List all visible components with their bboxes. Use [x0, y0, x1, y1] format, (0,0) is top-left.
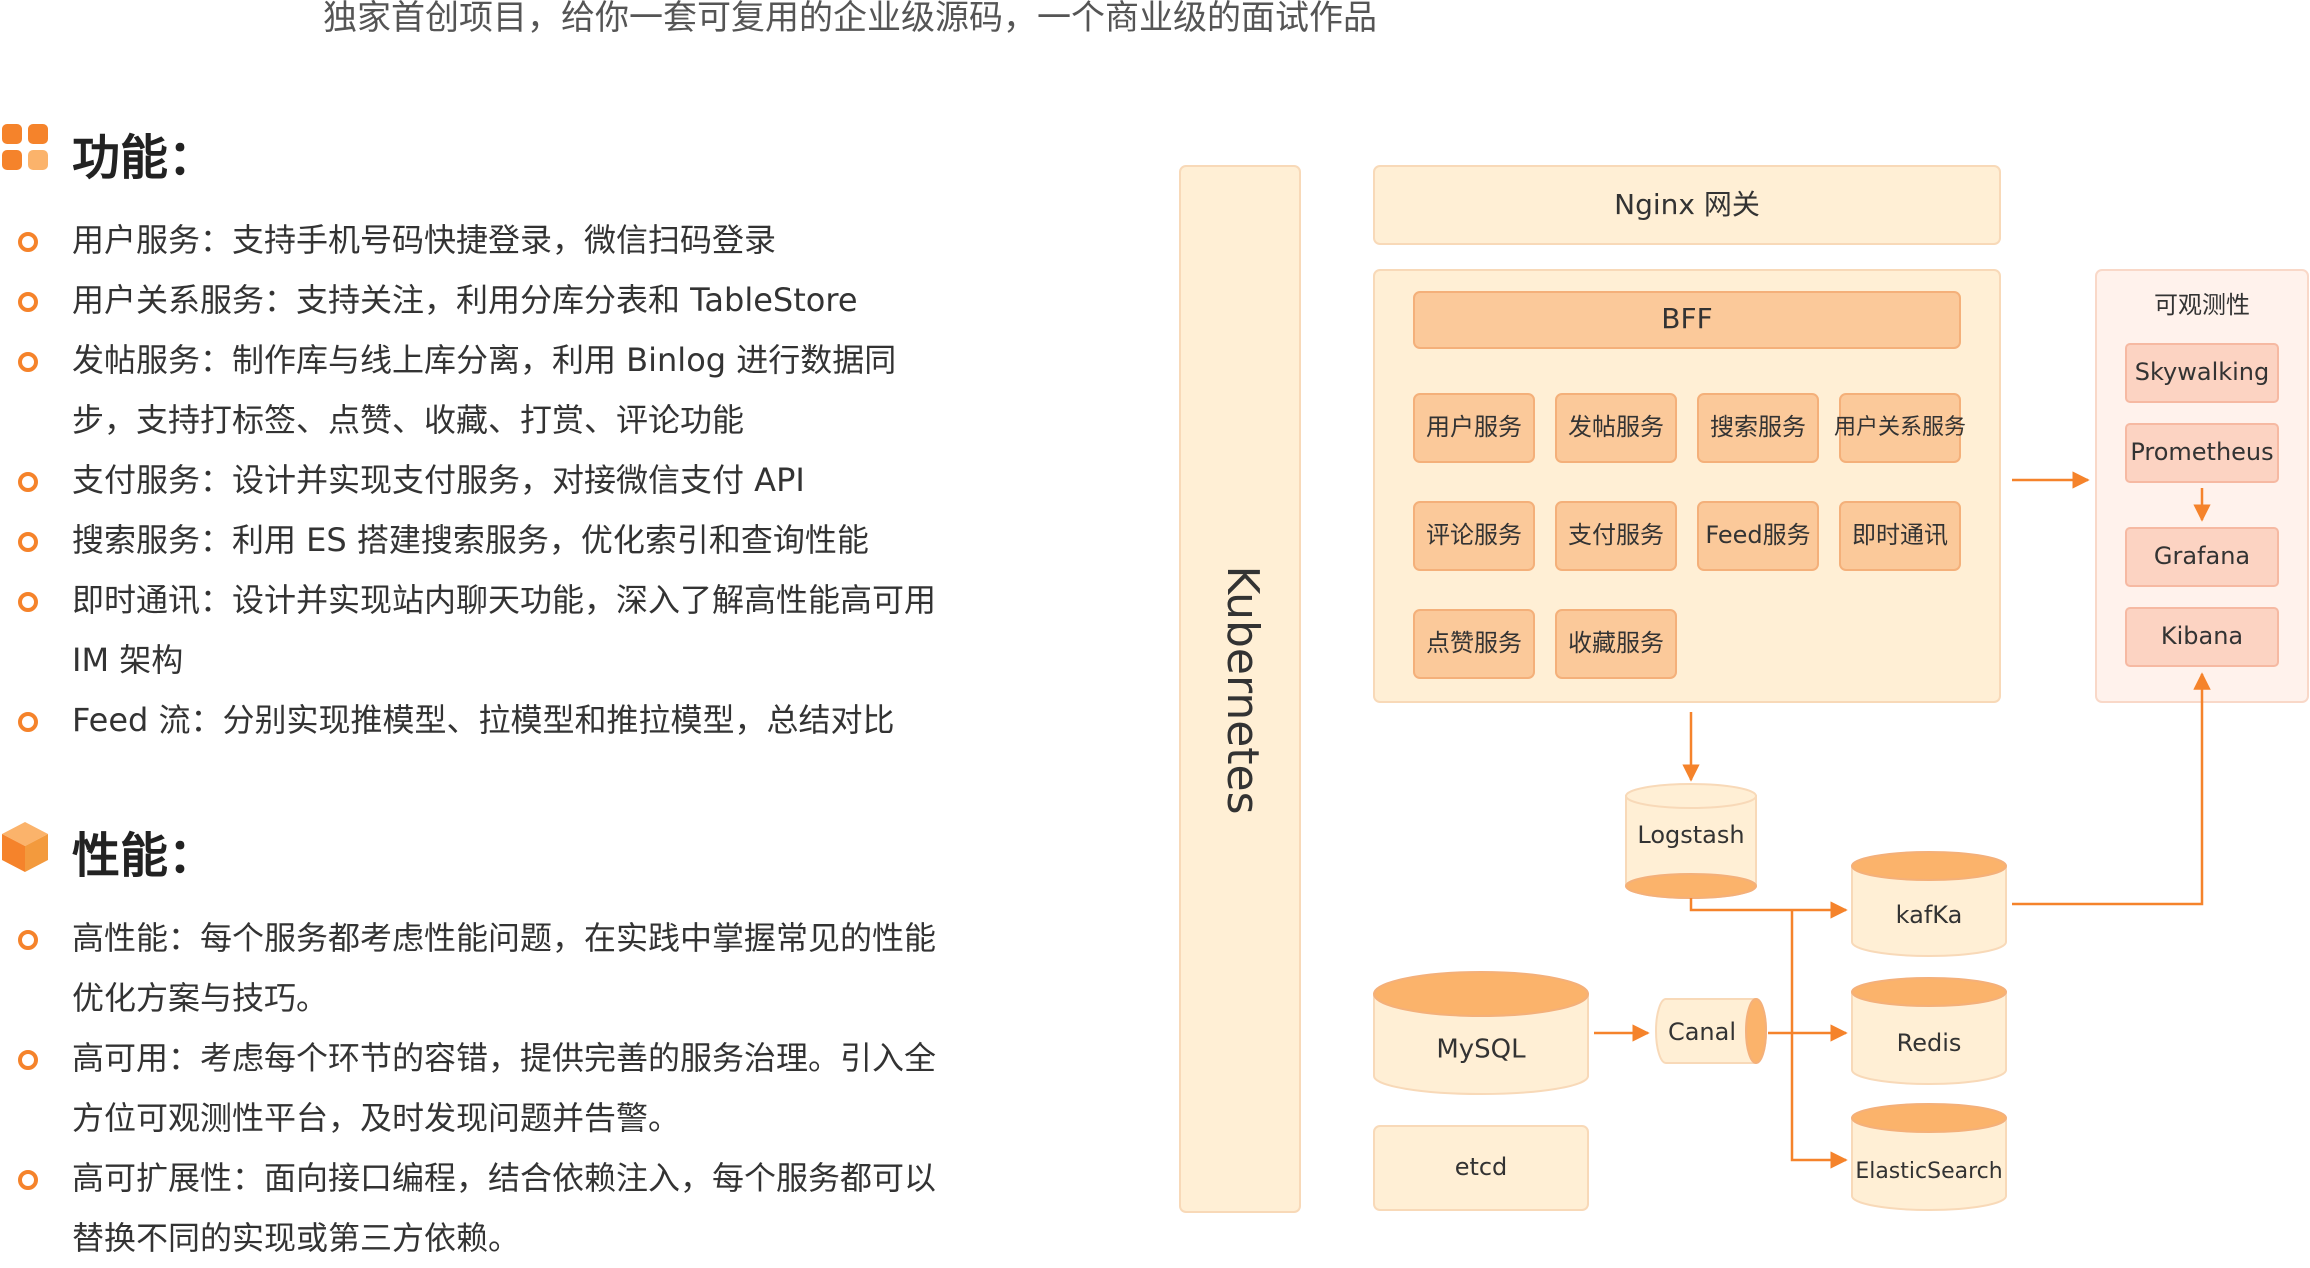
bullet-dot-icon — [18, 1050, 38, 1070]
svg-text:Grafana: Grafana — [2154, 542, 2250, 570]
service-tile: 用户服务 — [1413, 393, 1535, 463]
observability-item: Skywalking — [2125, 343, 2279, 403]
svg-text:即时通讯: 即时通讯 — [1852, 521, 1948, 549]
svg-text:搜索服务: 搜索服务 — [1710, 413, 1806, 441]
observability-item: Grafana — [2125, 527, 2279, 587]
bff-label: BFF — [1661, 302, 1712, 335]
bullet-dot-icon — [18, 232, 38, 252]
arrow-logstash-to-kafka — [1689, 898, 1848, 919]
service-tile: 即时通讯 — [1839, 501, 1961, 571]
elasticsearch-cylinder: ElasticSearch — [1851, 1103, 2007, 1211]
nginx-gateway-box — [1373, 165, 2001, 245]
svg-text:Kibana: Kibana — [2161, 622, 2243, 650]
svg-text:收藏服务: 收藏服务 — [1568, 629, 1664, 657]
svg-text:评论服务: 评论服务 — [1426, 521, 1522, 549]
svg-text:发帖服务: 发帖服务 — [1568, 413, 1664, 441]
kubernetes-box — [1179, 165, 1301, 1213]
svg-text:支付服务: 支付服务 — [1568, 521, 1664, 549]
service-tile: 支付服务 — [1555, 501, 1677, 571]
service-tile: 用户关系服务 — [1834, 393, 1966, 463]
grid-icon — [0, 122, 50, 176]
bullet-dot-icon — [18, 352, 38, 372]
svg-text:Feed服务: Feed服务 — [1705, 521, 1810, 549]
observability-title: 可观测性 — [2154, 291, 2250, 319]
etcd-box — [1373, 1125, 1589, 1211]
bullet-dot-icon — [18, 930, 38, 950]
bullet-dot-icon — [18, 592, 38, 612]
page-subtitle: 独家首创项目，给你一套可复用的企业级源码，一个商业级的面试作品 — [323, 0, 1377, 38]
svg-text:ElasticSearch: ElasticSearch — [1855, 1159, 2002, 1184]
performance-title: 性能： — [72, 828, 217, 884]
svg-text:kafKa: kafKa — [1896, 901, 1963, 929]
nginx-gateway-label: Nginx 网关 — [1614, 188, 1760, 221]
service-tile: 点赞服务 — [1413, 609, 1535, 679]
svg-text:Canal: Canal — [1668, 1018, 1736, 1046]
service-tile: 收藏服务 — [1555, 609, 1677, 679]
bullet-dot-icon — [18, 472, 38, 492]
svg-text:用户关系服务: 用户关系服务 — [1834, 415, 1966, 440]
services-container — [1373, 269, 2001, 703]
bullet-dot-icon — [18, 1170, 38, 1190]
kafka-cylinder: kafKa — [1851, 851, 2007, 957]
bullet-dot-icon — [18, 532, 38, 552]
svg-text:用户服务: 用户服务 — [1426, 413, 1522, 441]
redis-cylinder: Redis — [1851, 977, 2007, 1085]
service-tile: 发帖服务 — [1555, 393, 1677, 463]
svg-text:MySQL: MySQL — [1436, 1035, 1526, 1065]
observability-item: Kibana — [2125, 607, 2279, 667]
svg-text:Prometheus: Prometheus — [2130, 438, 2273, 466]
svg-text:点赞服务: 点赞服务 — [1426, 629, 1522, 657]
logstash-cylinder: Logstash — [1625, 783, 1757, 899]
svg-text:Skywalking: Skywalking — [2135, 358, 2270, 386]
service-tile: 评论服务 — [1413, 501, 1535, 571]
mysql-cylinder: MySQL — [1373, 971, 1589, 1095]
etcd-label: etcd — [1455, 1153, 1508, 1181]
svg-text:Logstash: Logstash — [1637, 821, 1744, 849]
svg-text:Redis: Redis — [1897, 1029, 1962, 1057]
bff-box — [1413, 291, 1961, 349]
kubernetes-label: Kubernetes — [1217, 565, 1268, 814]
cube-icon — [0, 820, 50, 878]
canal-cylinder: Canal — [1655, 998, 1767, 1064]
arrow-to-elasticsearch — [1790, 910, 1848, 1169]
service-tile: Feed服务 — [1697, 501, 1819, 571]
observability-item: Prometheus — [2125, 423, 2279, 483]
bullet-dot-icon — [18, 292, 38, 312]
service-tile: 搜索服务 — [1697, 393, 1819, 463]
features-title: 功能： — [72, 130, 217, 186]
bullet-dot-icon — [18, 712, 38, 732]
arrow-kafka-to-kibana — [2012, 672, 2211, 906]
